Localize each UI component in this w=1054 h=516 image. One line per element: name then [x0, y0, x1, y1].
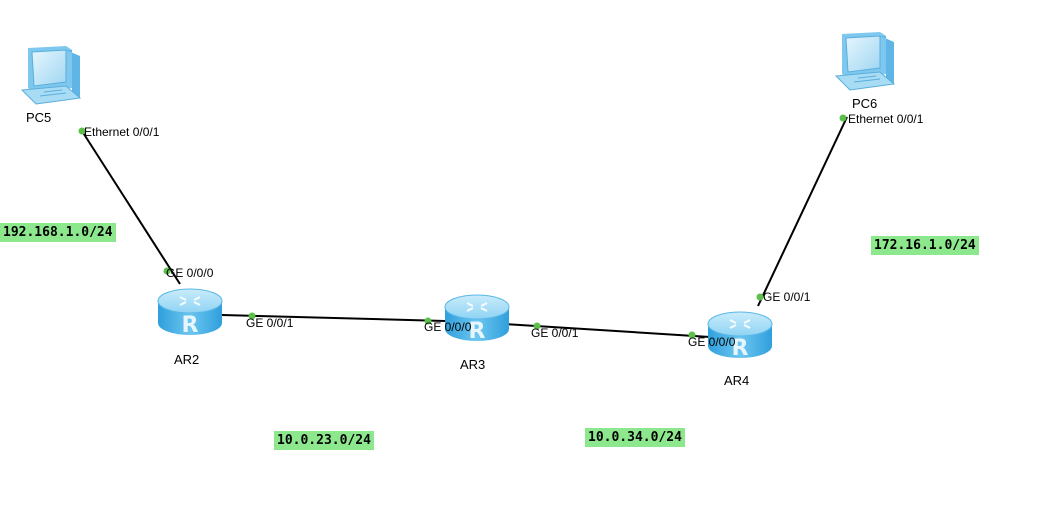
- port-dot-ar3-ge001: [533, 322, 541, 330]
- port-label-pc5-eth: Ethernet 0/0/1: [84, 125, 160, 139]
- port-dot-ar2-ge000: [163, 267, 171, 275]
- port-label-ar2-ge001: GE 0/0/1: [246, 316, 294, 330]
- port-dot-pc6-eth: [839, 114, 847, 122]
- port-dot-ar3-ge000: [424, 317, 432, 325]
- ar2-router-icon[interactable]: [157, 288, 223, 339]
- subnet-label-link23[interactable]: 10.0.23.0/24: [274, 431, 374, 450]
- port-dot-ar2-ge001: [248, 312, 256, 320]
- link-pc5-ar2[interactable]: [81, 130, 181, 285]
- port-label-ar4-ge001: GE 0/0/1: [763, 290, 811, 304]
- pc6-icon[interactable]: [835, 31, 895, 91]
- port-label-ar4-ge000: GE 0/0/0: [688, 335, 736, 349]
- pc5-name: PC5: [26, 110, 52, 125]
- port-dot-ar4-ge000: [688, 331, 696, 339]
- link-ar2-ar3[interactable]: [221, 314, 446, 322]
- subnet-label-lan1[interactable]: 192.168.1.0/24: [0, 223, 116, 242]
- port-label-ar2-ge000: GE 0/0/0: [166, 266, 214, 280]
- port-label-ar3-ge001: GE 0/0/1: [531, 326, 579, 340]
- port-dot-pc5-eth: [78, 127, 86, 135]
- ar3-name: AR3: [460, 357, 486, 372]
- port-dot-ar4-ge001: [756, 293, 764, 301]
- port-label-ar3-ge000: GE 0/0/0: [424, 320, 472, 334]
- subnet-label-lan2[interactable]: 172.16.1.0/24: [871, 236, 979, 255]
- ar2-name: AR2: [174, 352, 200, 367]
- port-label-pc6-eth: Ethernet 0/0/1: [848, 112, 924, 126]
- subnet-label-link34[interactable]: 10.0.34.0/24: [585, 428, 685, 447]
- pc6-name: PC6: [852, 96, 878, 111]
- pc5-icon[interactable]: [21, 45, 81, 105]
- link-ar4-pc6[interactable]: [757, 116, 848, 307]
- ar4-name: AR4: [724, 373, 750, 388]
